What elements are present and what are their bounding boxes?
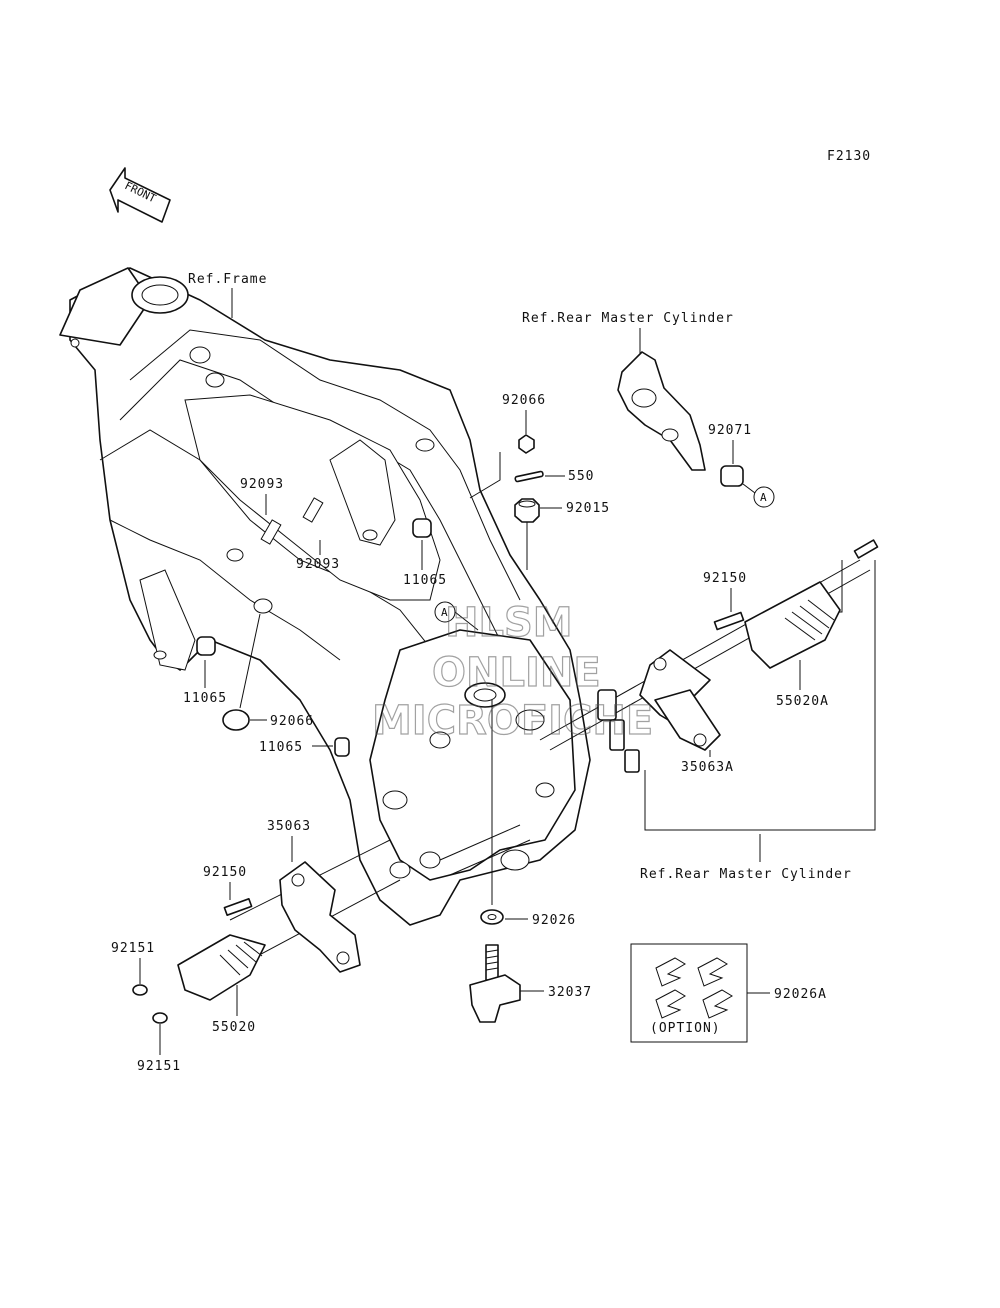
part-550-pin: 550	[514, 469, 594, 484]
part-35063-bracket: 35063	[267, 819, 361, 973]
option-label: (OPTION)	[650, 1021, 721, 1036]
part-bolt-top-right	[853, 539, 879, 559]
part-32037-stud: 32037	[469, 944, 592, 1023]
ref-rmc-bottom-label: Ref.Rear Master Cylinder	[640, 867, 852, 882]
front-arrow-icon: FRONT	[109, 167, 171, 223]
svg-text:55020A: 55020A	[776, 694, 829, 709]
svg-text:HLSM: HLSM	[445, 600, 573, 646]
rear-master-cylinder-top	[617, 351, 706, 471]
svg-text:11065: 11065	[259, 740, 303, 755]
svg-text:92026A: 92026A	[774, 987, 827, 1002]
part-11065-c: 11065	[259, 737, 350, 757]
part-92093-a: 92093	[240, 477, 284, 545]
part-55020A-guard: 55020A	[744, 581, 841, 709]
callout-a-rmc: A	[742, 483, 775, 508]
part-92026A-shim-set: (OPTION) 92026A	[630, 943, 827, 1043]
svg-text:MICROFICHE: MICROFICHE	[372, 698, 653, 744]
svg-text:92066: 92066	[502, 393, 546, 408]
part-11065-a: 11065	[403, 518, 447, 588]
svg-text:92093: 92093	[296, 557, 340, 572]
part-92150-left-bolt: 92150	[203, 865, 253, 917]
frame-drawing	[59, 267, 591, 926]
part-92151-a-screw: 92151	[111, 941, 155, 996]
svg-text:92093: 92093	[240, 477, 284, 492]
svg-text:92151: 92151	[111, 941, 155, 956]
svg-text:92015: 92015	[566, 501, 610, 516]
ref-rmc-top-label: Ref.Rear Master Cylinder	[522, 311, 734, 326]
part-92066-bottom: 92066	[222, 598, 314, 731]
rear-master-cylinder-pushrod	[597, 689, 640, 773]
svg-text:11065: 11065	[403, 573, 447, 588]
part-92015-nut: 92015	[514, 498, 610, 570]
svg-text:A: A	[441, 606, 448, 619]
svg-text:92151: 92151	[137, 1059, 181, 1074]
svg-text:32037: 32037	[548, 985, 592, 1000]
svg-text:35063: 35063	[267, 819, 311, 834]
part-92150-right-bolt: 92150	[703, 571, 747, 631]
svg-text:92071: 92071	[708, 423, 752, 438]
svg-text:11065: 11065	[183, 691, 227, 706]
part-35063A-bracket: 35063A	[639, 649, 734, 775]
svg-text:92066: 92066	[270, 714, 314, 729]
svg-text:92150: 92150	[703, 571, 747, 586]
svg-text:A: A	[760, 491, 767, 504]
svg-text:92150: 92150	[203, 865, 247, 880]
part-92026-washer: 92026	[480, 909, 576, 928]
part-92093-b: 92093	[296, 497, 340, 572]
part-92071-cap: 92071	[708, 423, 752, 487]
ref-frame-label: Ref.Frame	[188, 272, 267, 287]
part-92151-b-screw: 92151	[137, 1012, 181, 1074]
part-92066-top: 92066	[502, 393, 546, 454]
svg-text:92026: 92026	[532, 913, 576, 928]
svg-text:35063A: 35063A	[681, 760, 734, 775]
part-55020-guard: 55020	[177, 934, 266, 1035]
callout-a-frame: A	[434, 601, 479, 631]
diagram-code: F2130	[827, 149, 871, 164]
svg-text:550: 550	[568, 469, 594, 484]
part-11065-b: 11065	[183, 636, 227, 706]
svg-text:ONLINE: ONLINE	[432, 650, 601, 696]
svg-text:55020: 55020	[212, 1020, 256, 1035]
watermark: HLSM ONLINE MICROFICHE	[371, 599, 653, 744]
